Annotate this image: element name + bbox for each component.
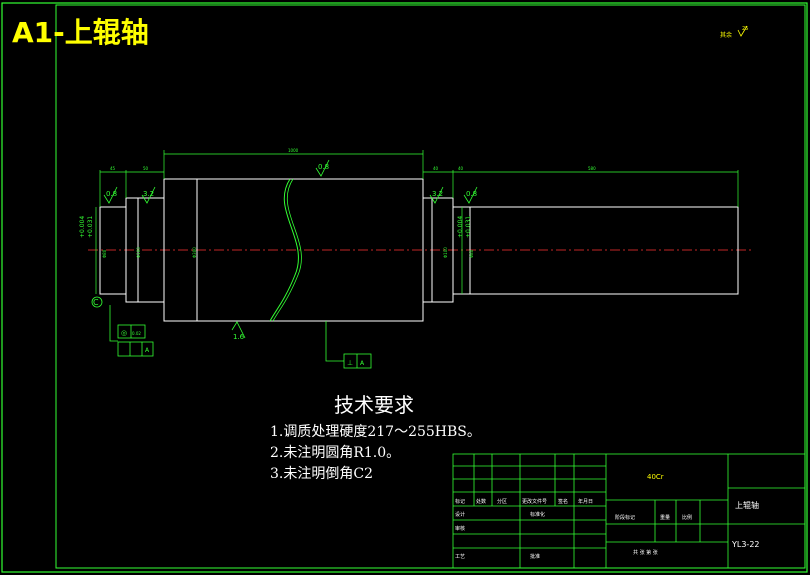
tol-right-lower: +0.031 [465, 216, 472, 238]
tb-drawing-no: YL3-22 [731, 540, 760, 549]
roughness-r6: 1.6 [233, 333, 245, 341]
dia-body: Φ300 [192, 247, 197, 258]
tolerance-frame-a [109, 305, 154, 357]
tb-approve: 批准 [530, 553, 540, 560]
dim-body: 1000 [288, 148, 299, 153]
dim-left-a: 45 [110, 166, 116, 171]
tb-label-zone: 分区 [497, 498, 507, 505]
tol-frame-a-2: 0.02 [132, 331, 141, 336]
tb-label-date: 年月日 [578, 498, 593, 505]
dia-left-shoulder: Φ100 [136, 247, 141, 258]
tb-process: 工艺 [455, 554, 465, 560]
tech-req-heading: 技术要求 [334, 393, 414, 417]
dia-right-shoulder: Φ100 [443, 247, 448, 258]
tech-req-item-1: 1.调质处理硬度217～255HBS。 [270, 424, 481, 440]
corner-note: 其余 [720, 31, 732, 39]
corner-roughness-value: 25 [742, 26, 748, 32]
break-line-2 [272, 178, 302, 322]
tb-label-mark: 标记 [455, 498, 465, 505]
tech-req-item-2: 2.未注明圆角R1.0。 [270, 445, 400, 461]
roughness-r5: 0.8 [466, 190, 477, 198]
tol-frame-a-3: A [145, 347, 150, 354]
tb-part-name: 上辊轴 [735, 500, 759, 510]
dim-right-b: 40 [458, 166, 464, 171]
tb-design: 设计 [455, 511, 465, 518]
tolerance-frame-b [325, 321, 372, 369]
tb-stage: 阶段标记 [615, 514, 635, 521]
dim-right-total: 580 [588, 166, 596, 171]
roughness-r2: 3.2 [143, 190, 154, 198]
tb-check: 审核 [455, 525, 465, 532]
tb-standard: 标准化 [530, 511, 545, 518]
roughness-r1: 0.8 [106, 190, 117, 198]
tb-weight: 重量 [660, 514, 670, 521]
tb-label-change: 更改文件号 [522, 498, 547, 505]
inner-frame [55, 4, 806, 569]
title-block-grid [452, 453, 806, 569]
dimension-lines [95, 150, 739, 294]
roughness-r3: 0.8 [318, 163, 329, 171]
tb-label-count: 处数 [476, 498, 486, 505]
tol-frame-b-2: A [360, 360, 365, 367]
tech-req-item-3: 3.未注明倒角C2 [270, 466, 373, 482]
datum-label: C [93, 298, 99, 307]
dim-right-a: 40 [433, 166, 439, 171]
dia-right-journal: Φ80 [469, 249, 474, 258]
roughness-symbols [103, 159, 478, 339]
break-line [269, 178, 299, 322]
tb-label-sign: 签名 [558, 498, 568, 505]
dim-left-b: 50 [143, 166, 149, 171]
tb-scale: 比例 [682, 514, 692, 521]
corner-roughness-icon [737, 25, 748, 37]
tol-left-lower: +0.031 [87, 216, 94, 238]
tb-sheets: 共 张 第 张 [633, 549, 658, 556]
shaft-outline [99, 178, 739, 322]
tol-left-upper: +0.004 [79, 216, 86, 238]
tb-material: 40Cr [647, 473, 664, 481]
tol-frame-b-1: ⊥ [347, 359, 353, 367]
roughness-r4: 3.2 [432, 190, 443, 198]
tol-right-upper: +0.004 [457, 216, 464, 238]
dia-left-end: Φ80 [102, 249, 107, 258]
tol-frame-a-1: ◎ [121, 329, 127, 337]
sheet-title: A1-上辊轴 [12, 16, 149, 49]
datum-circle [91, 296, 103, 308]
